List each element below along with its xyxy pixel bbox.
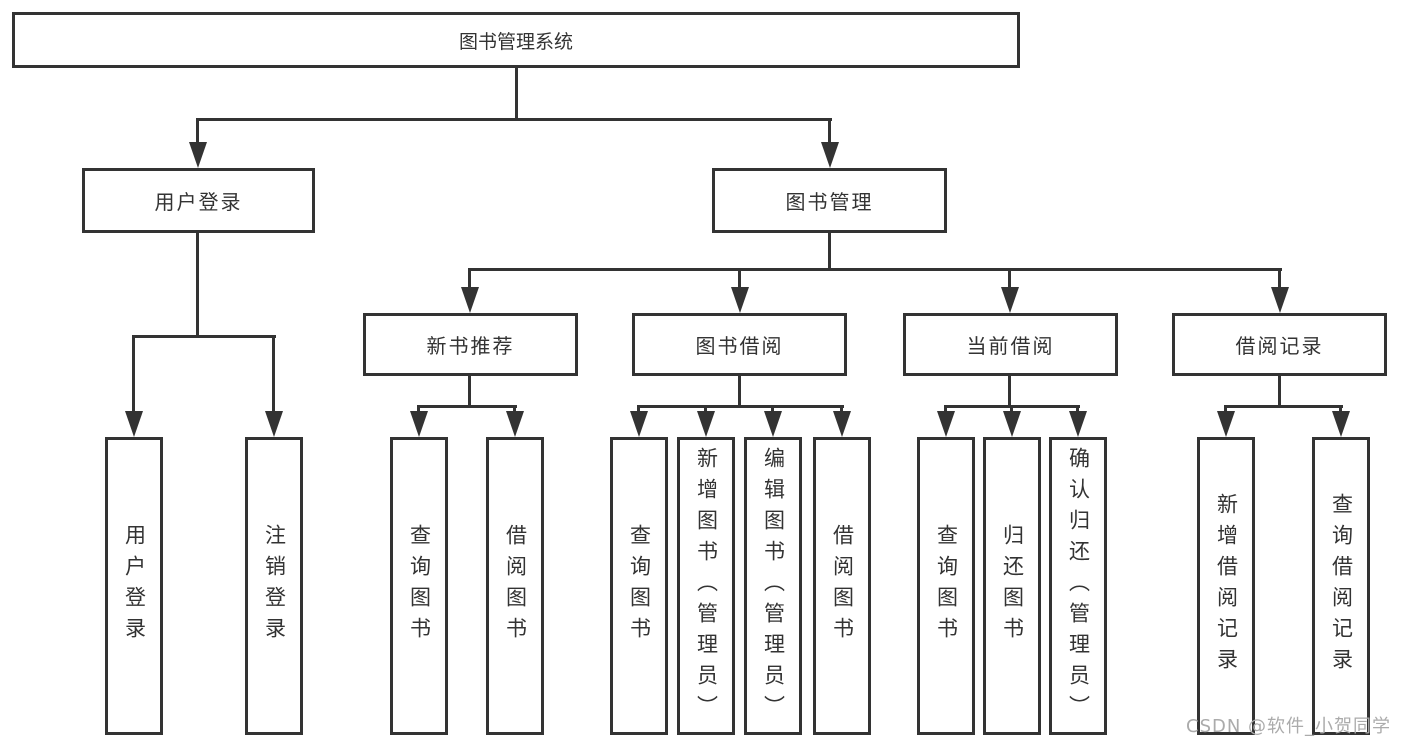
- node-user-login-label: 用户登录: [154, 190, 243, 214]
- arrow-head: [265, 411, 283, 437]
- node-leaf-add-books-admin: 新增图书（管理员）: [677, 437, 735, 735]
- arrow-head: [1069, 411, 1087, 437]
- arrow-head: [1217, 411, 1235, 437]
- arrow-head: [125, 411, 143, 437]
- node-leaf-confirm-return-admin: 确认归还（管理员）: [1049, 437, 1107, 735]
- arrow-head: [1001, 287, 1019, 313]
- node-leaf-borrow-books-borrow-label: 借阅图书: [830, 524, 855, 648]
- connector-line: [704, 407, 707, 414]
- csdn-watermark: CSDN @软件_小贺同学: [1186, 716, 1392, 737]
- arrow-head: [697, 411, 715, 437]
- connector-line: [738, 375, 741, 408]
- node-leaf-borrow-books-borrow: 借阅图书: [813, 437, 871, 735]
- node-borrow-records-label: 借阅记录: [1235, 334, 1324, 358]
- node-new-book-recommend-label: 新书推荐: [426, 334, 515, 358]
- node-leaf-return-books-label: 归还图书: [1000, 524, 1025, 648]
- connector-line: [1339, 407, 1342, 414]
- connector-line: [1010, 407, 1013, 414]
- node-leaf-add-borrow-record: 新增借阅记录: [1197, 437, 1255, 735]
- node-book-management: 图书管理: [712, 168, 947, 233]
- arrow-head: [189, 142, 207, 168]
- node-leaf-user-login: 用户登录: [105, 437, 163, 735]
- node-new-book-recommend: 新书推荐: [363, 313, 578, 376]
- arrow-head: [506, 411, 524, 437]
- node-leaf-add-borrow-record-label: 新增借阅记录: [1214, 493, 1239, 679]
- node-leaf-logout-label: 注销登录: [262, 524, 287, 648]
- node-leaf-query-books-borrow: 查询图书: [610, 437, 668, 735]
- node-book-borrow: 图书借阅: [632, 313, 847, 376]
- arrow-head: [1271, 287, 1289, 313]
- connector-line: [637, 407, 640, 414]
- node-leaf-return-books: 归还图书: [983, 437, 1041, 735]
- node-leaf-query-borrow-record: 查询借阅记录: [1312, 437, 1370, 735]
- connector-line: [1224, 407, 1227, 414]
- node-leaf-confirm-return-admin-label: 确认归还（管理员）: [1066, 446, 1091, 726]
- node-leaf-edit-books-admin-label: 编辑图书（管理员）: [761, 446, 786, 726]
- connector-line: [196, 120, 199, 146]
- connector-line: [1278, 270, 1281, 290]
- arrow-head: [937, 411, 955, 437]
- node-leaf-edit-books-admin: 编辑图书（管理员）: [744, 437, 802, 735]
- connector-line: [196, 232, 199, 338]
- node-leaf-query-books-current-label: 查询图书: [934, 524, 959, 648]
- connector-line: [468, 268, 1282, 271]
- node-root: 图书管理系统: [12, 12, 1020, 68]
- node-borrow-records: 借阅记录: [1172, 313, 1387, 376]
- connector-line: [417, 407, 420, 414]
- connector-line: [515, 67, 518, 121]
- node-leaf-query-books-recommend: 查询图书: [390, 437, 448, 735]
- arrow-head: [630, 411, 648, 437]
- node-root-label: 图书管理系统: [458, 30, 573, 53]
- node-leaf-borrow-books-recommend-label: 借阅图书: [503, 524, 528, 648]
- connector-line: [1076, 407, 1079, 414]
- node-leaf-query-borrow-record-label: 查询借阅记录: [1329, 493, 1354, 679]
- connector-line: [417, 405, 517, 408]
- connector-line: [1008, 375, 1011, 408]
- node-leaf-logout: 注销登录: [245, 437, 303, 735]
- arrow-head: [1332, 411, 1350, 437]
- arrow-head: [833, 411, 851, 437]
- connector-line: [944, 405, 1080, 408]
- node-leaf-query-books-recommend-label: 查询图书: [407, 524, 432, 648]
- node-book-management-label: 图书管理: [785, 190, 874, 214]
- arrow-head: [461, 287, 479, 313]
- node-leaf-query-books-borrow-label: 查询图书: [627, 524, 652, 648]
- connector-line: [272, 337, 275, 415]
- connector-line: [944, 407, 947, 414]
- node-current-borrow: 当前借阅: [903, 313, 1118, 376]
- arrow-head: [821, 142, 839, 168]
- connector-line: [828, 232, 831, 271]
- arrow-head: [410, 411, 428, 437]
- connector-line: [196, 118, 832, 121]
- node-user-login: 用户登录: [82, 168, 315, 233]
- connector-line: [828, 120, 831, 146]
- connector-line: [738, 270, 741, 290]
- connector-line: [1278, 375, 1281, 408]
- arrow-head: [731, 287, 749, 313]
- connector-line: [840, 407, 843, 414]
- connector-line: [132, 335, 276, 338]
- arrow-head: [764, 411, 782, 437]
- node-leaf-user-login-label: 用户登录: [122, 524, 147, 648]
- connector-line: [468, 270, 471, 290]
- connector-line: [132, 337, 135, 415]
- connector-line: [771, 407, 774, 414]
- node-leaf-query-books-current: 查询图书: [917, 437, 975, 735]
- node-current-borrow-label: 当前借阅: [966, 334, 1055, 358]
- arrow-head: [1003, 411, 1021, 437]
- node-leaf-borrow-books-recommend: 借阅图书: [486, 437, 544, 735]
- node-book-borrow-label: 图书借阅: [695, 334, 784, 358]
- connector-line: [637, 405, 844, 408]
- connector-line: [1008, 270, 1011, 290]
- connector-line: [468, 375, 471, 408]
- connector-line: [513, 407, 516, 414]
- connector-line: [1224, 405, 1343, 408]
- node-leaf-add-books-admin-label: 新增图书（管理员）: [694, 446, 719, 726]
